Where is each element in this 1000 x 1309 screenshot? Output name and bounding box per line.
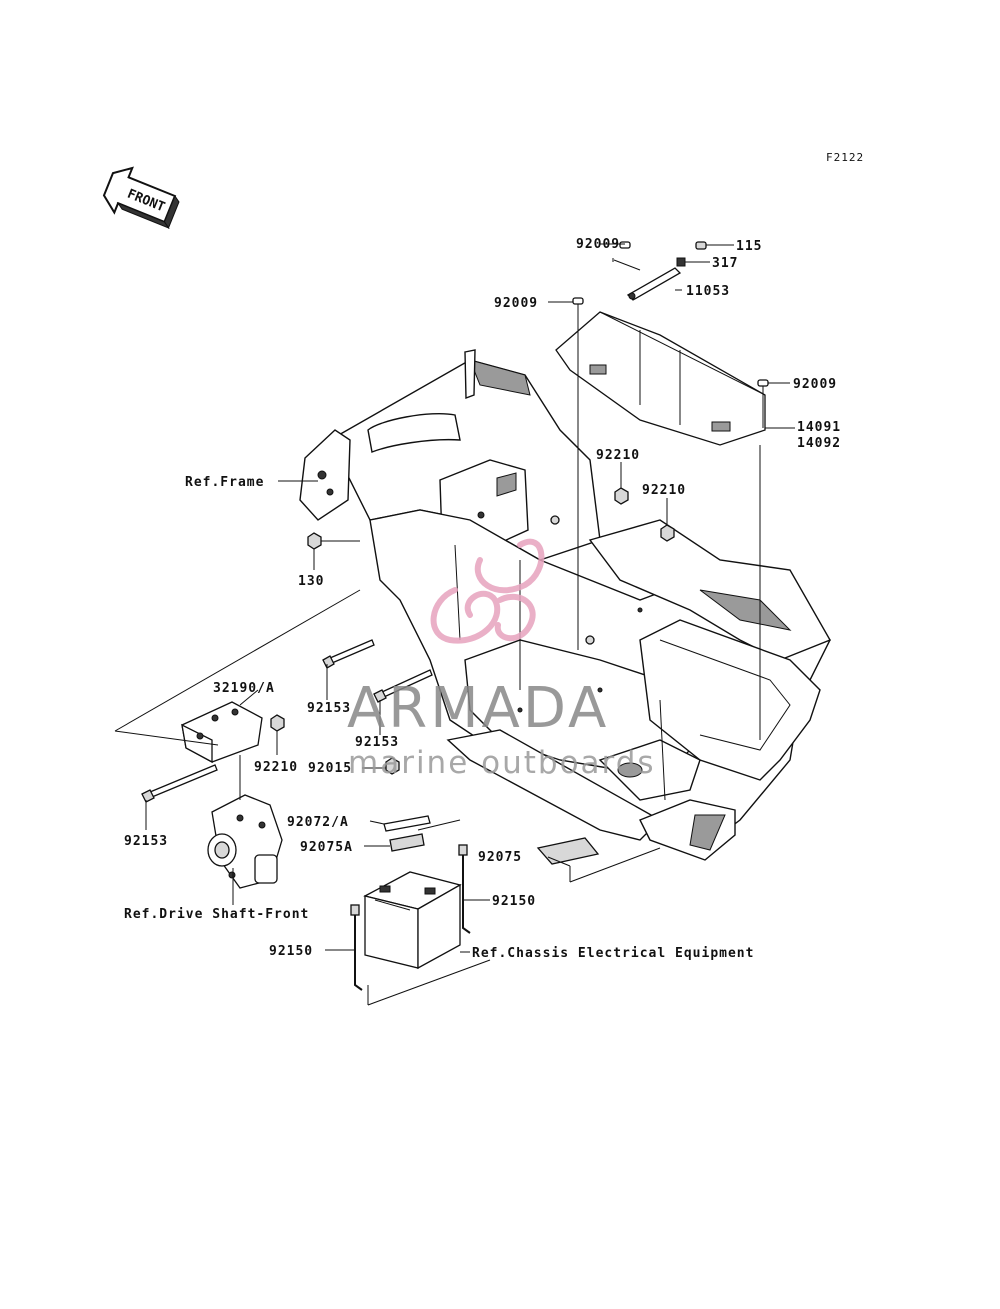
label-92009-right[interactable]: 92009 <box>793 377 837 392</box>
guard-plate <box>555 311 766 446</box>
label-14092[interactable]: 14092 <box>797 436 841 451</box>
label-92075[interactable]: 92075 <box>478 850 522 865</box>
label-11053[interactable]: 11053 <box>686 284 730 299</box>
label-92153-c[interactable]: 92153 <box>124 834 168 849</box>
label-92153-b[interactable]: 92153 <box>355 735 399 750</box>
label-92072[interactable]: 92072/A <box>287 815 349 830</box>
front-direction-arrow-icon: FRONT <box>102 166 180 230</box>
label-115[interactable]: 115 <box>736 239 762 254</box>
label-92150-b[interactable]: 92150 <box>269 944 313 959</box>
label-92009-top[interactable]: 92009 <box>576 237 620 252</box>
front-final-drive <box>207 794 283 889</box>
label-92150-a[interactable]: 92150 <box>492 894 536 909</box>
battery-rods <box>350 844 471 991</box>
label-ref-chassis-electrical[interactable]: Ref.Chassis Electrical Equipment <box>472 946 754 961</box>
label-317[interactable]: 317 <box>712 256 738 271</box>
label-ref-frame[interactable]: Ref.Frame <box>185 475 264 490</box>
label-92075A[interactable]: 92075A <box>300 840 353 855</box>
battery <box>363 871 462 970</box>
label-92015[interactable]: 92015 <box>308 761 352 776</box>
label-92153-a[interactable]: 92153 <box>307 701 351 716</box>
label-92210-a[interactable]: 92210 <box>596 448 640 463</box>
label-92210-c[interactable]: 92210 <box>254 760 298 775</box>
armada-watermark-logo: ARMADA marine outboards <box>347 538 656 781</box>
part-labels: 92009 115 317 11053 92009 92009 14091 14… <box>124 237 841 961</box>
figure-code: F2122 <box>826 151 864 164</box>
label-ref-drive-shaft[interactable]: Ref.Drive Shaft-Front <box>124 907 309 922</box>
label-130[interactable]: 130 <box>298 574 324 589</box>
battery-hardware <box>383 815 600 865</box>
label-92009-mid[interactable]: 92009 <box>494 296 538 311</box>
vehicle-frame <box>299 349 832 861</box>
leader-lines <box>114 243 795 1006</box>
bracket-32190 <box>181 701 263 764</box>
bracket-11053 <box>626 267 682 301</box>
watermark-brand: ARMADA <box>347 676 609 741</box>
label-92210-b[interactable]: 92210 <box>642 483 686 498</box>
swirl-logo-icon <box>430 538 545 644</box>
bolts-92153 <box>141 639 433 803</box>
label-32190[interactable]: 32190/A <box>213 681 275 696</box>
label-14091[interactable]: 14091 <box>797 420 841 435</box>
watermark-tagline: marine outboards <box>348 745 656 781</box>
fasteners <box>270 241 769 775</box>
